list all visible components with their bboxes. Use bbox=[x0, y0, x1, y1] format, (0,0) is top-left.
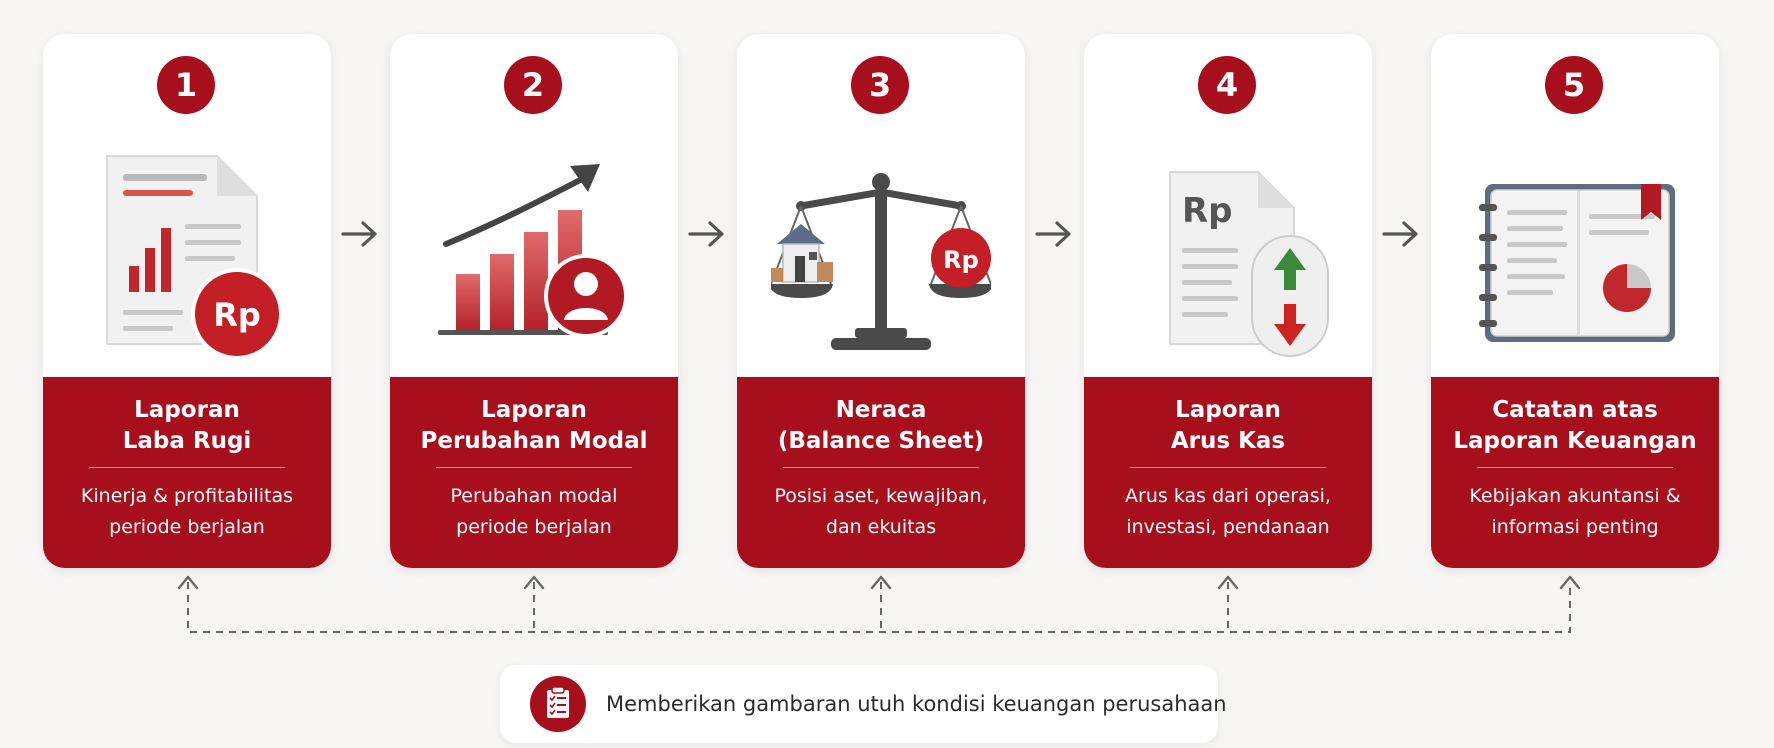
step-card-4: 4 Rp Laporan Arus Kas Arus kas dari oper… bbox=[1084, 34, 1372, 568]
arrow-right-icon bbox=[688, 221, 724, 247]
summary-box: Memberikan gambaran utuh kondisi keuanga… bbox=[500, 665, 1227, 743]
step-title-3: Neraca (Balance Sheet) bbox=[777, 397, 985, 454]
step-title-2: Laporan Perubahan Modal bbox=[420, 397, 648, 454]
growth-chart-person-icon bbox=[438, 164, 628, 338]
step-card-3: 3 Rp Neraca (Balance Sheet) bbox=[737, 34, 1025, 568]
clipboard-checklist-icon bbox=[530, 676, 586, 732]
step-desc-2: Perubahan modal periode berjalan bbox=[450, 485, 618, 538]
step-number-4: 4 bbox=[1198, 56, 1256, 114]
step-divider-2 bbox=[436, 467, 632, 468]
icon-currency-label: Rp bbox=[943, 246, 979, 274]
step-divider-5 bbox=[1477, 467, 1673, 468]
icon-currency-label: Rp bbox=[1182, 191, 1233, 231]
arrow-right-icon bbox=[341, 221, 377, 247]
balance-scale-icon: Rp bbox=[771, 173, 991, 350]
step-card-4-top: 4 Rp bbox=[1084, 34, 1372, 377]
step-divider-1 bbox=[89, 467, 285, 468]
step-card-1: 1 Rp Laporan Laba Rugi Kinerja & profita… bbox=[43, 34, 331, 568]
step-desc-4: Arus kas dari operasi, investasi, pendan… bbox=[1125, 485, 1331, 538]
step-card-3-top: 3 Rp bbox=[737, 34, 1025, 377]
step-card-3-bottom: Neraca (Balance Sheet) Posisi aset, kewa… bbox=[737, 377, 1025, 568]
step-number-5: 5 bbox=[1545, 56, 1603, 114]
notebook-pie-chart-icon bbox=[1479, 184, 1675, 342]
step-number-2: 2 bbox=[504, 56, 562, 114]
income-statement-document-icon: Rp bbox=[106, 155, 283, 360]
step-number-3: 3 bbox=[851, 56, 909, 114]
icon-currency-label: Rp bbox=[213, 296, 261, 334]
step-card-1-top: 1 Rp bbox=[43, 34, 331, 377]
step-card-2-bottom: Laporan Perubahan Modal Perubahan modal … bbox=[390, 377, 678, 568]
step-card-5-top: 5 bbox=[1431, 34, 1719, 377]
step-card-2-top: 2 bbox=[390, 34, 678, 377]
step-divider-4 bbox=[1130, 467, 1326, 468]
cash-flow-document-icon: Rp bbox=[1169, 171, 1329, 357]
step-card-5: 5 Catatan atas Laporan Keuangan bbox=[1431, 34, 1719, 568]
step-title-5: Catatan atas Laporan Keuangan bbox=[1453, 397, 1697, 454]
step-desc-1: Kinerja & profitabilitas periode berjala… bbox=[80, 485, 294, 538]
step-card-2: 2 Laporan Perubahan Modal Perubah bbox=[390, 34, 678, 568]
step-title-1: Laporan Laba Rugi bbox=[122, 397, 252, 454]
step-divider-3 bbox=[783, 467, 979, 468]
step-desc-3: Posisi aset, kewajiban, dan ekuitas bbox=[774, 485, 988, 538]
step-card-1-bottom: Laporan Laba Rugi Kinerja & profitabilit… bbox=[43, 377, 331, 568]
step-title-4: Laporan Arus Kas bbox=[1170, 397, 1286, 454]
arrow-right-icon bbox=[1035, 221, 1071, 247]
arrow-right-icon bbox=[1382, 221, 1418, 247]
step-card-5-bottom: Catatan atas Laporan Keuangan Kebijakan … bbox=[1431, 377, 1719, 568]
step-number-1: 1 bbox=[157, 56, 215, 114]
summary-text: Memberikan gambaran utuh kondisi keuanga… bbox=[606, 692, 1227, 716]
step-desc-5: Kebijakan akuntansi & informasi penting bbox=[1469, 485, 1681, 538]
step-card-4-bottom: Laporan Arus Kas Arus kas dari operasi, … bbox=[1084, 377, 1372, 568]
